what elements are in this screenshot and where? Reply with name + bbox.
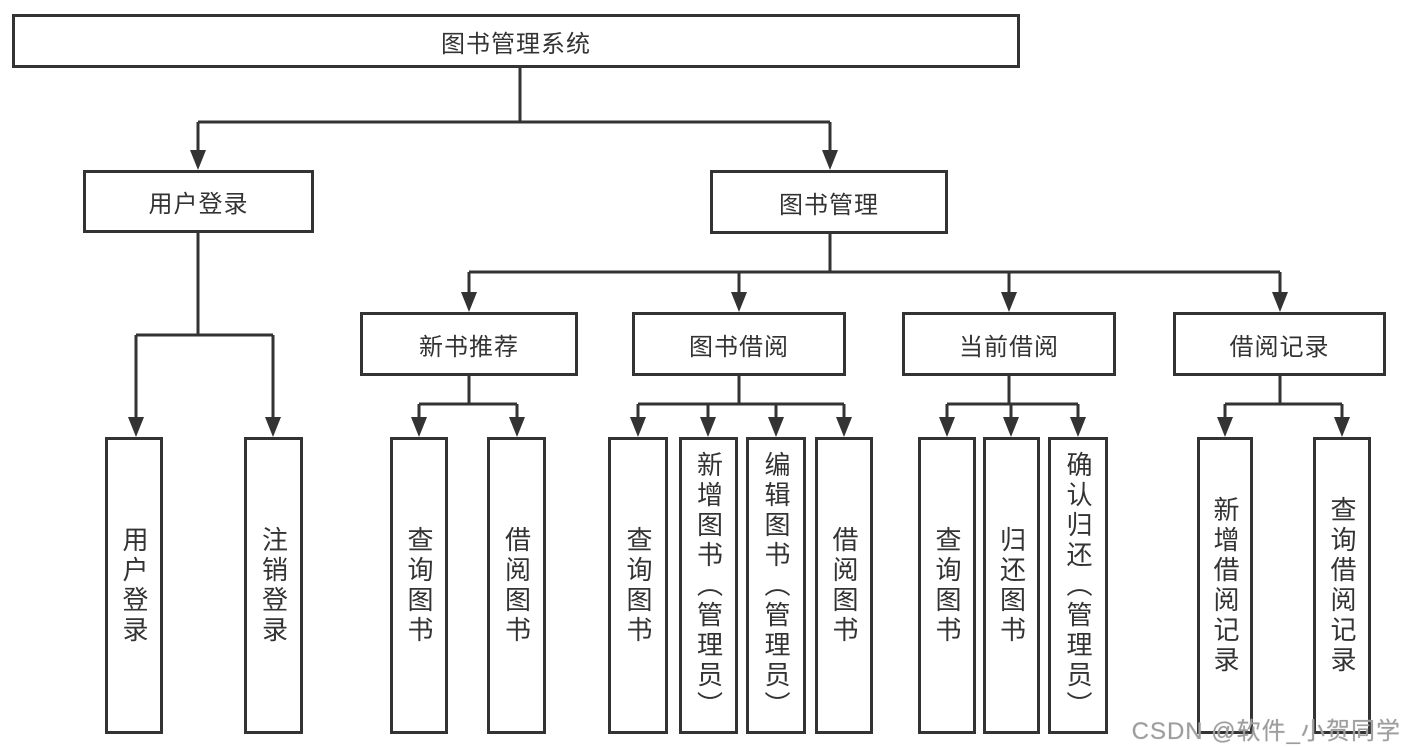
node-return-books: 归还图书 xyxy=(983,437,1040,734)
node-edit-books-admin: 编辑图书（管理员） xyxy=(746,437,806,734)
node-book-borrow: 图书借阅 xyxy=(632,312,846,376)
node-current-borrow: 当前借阅 xyxy=(902,312,1116,376)
node-query-books-recommend: 查询图书 xyxy=(390,437,448,734)
node-add-borrow-record: 新增借阅记录 xyxy=(1197,437,1253,734)
node-confirm-return-admin: 确认归还（管理员） xyxy=(1048,437,1108,734)
node-query-books-borrow: 查询图书 xyxy=(608,437,668,734)
node-logout: 注销登录 xyxy=(244,437,303,734)
node-add-books-admin: 新增图书（管理员） xyxy=(679,437,738,734)
csdn-watermark: CSDN @软件_小贺同学 xyxy=(1131,718,1401,745)
node-user-login: 用户登录 xyxy=(105,437,163,734)
node-user-login-group: 用户登录 xyxy=(83,170,314,233)
node-query-borrow-record: 查询借阅记录 xyxy=(1313,437,1371,734)
node-book-management: 图书管理 xyxy=(710,170,948,234)
node-new-book-recommend: 新书推荐 xyxy=(360,312,578,376)
node-borrow-books-recommend: 借阅图书 xyxy=(487,437,546,734)
node-library-system: 图书管理系统 xyxy=(12,14,1020,68)
node-borrow-books: 借阅图书 xyxy=(815,437,873,734)
node-borrow-records: 借阅记录 xyxy=(1173,312,1386,376)
node-query-books-current: 查询图书 xyxy=(918,437,976,734)
